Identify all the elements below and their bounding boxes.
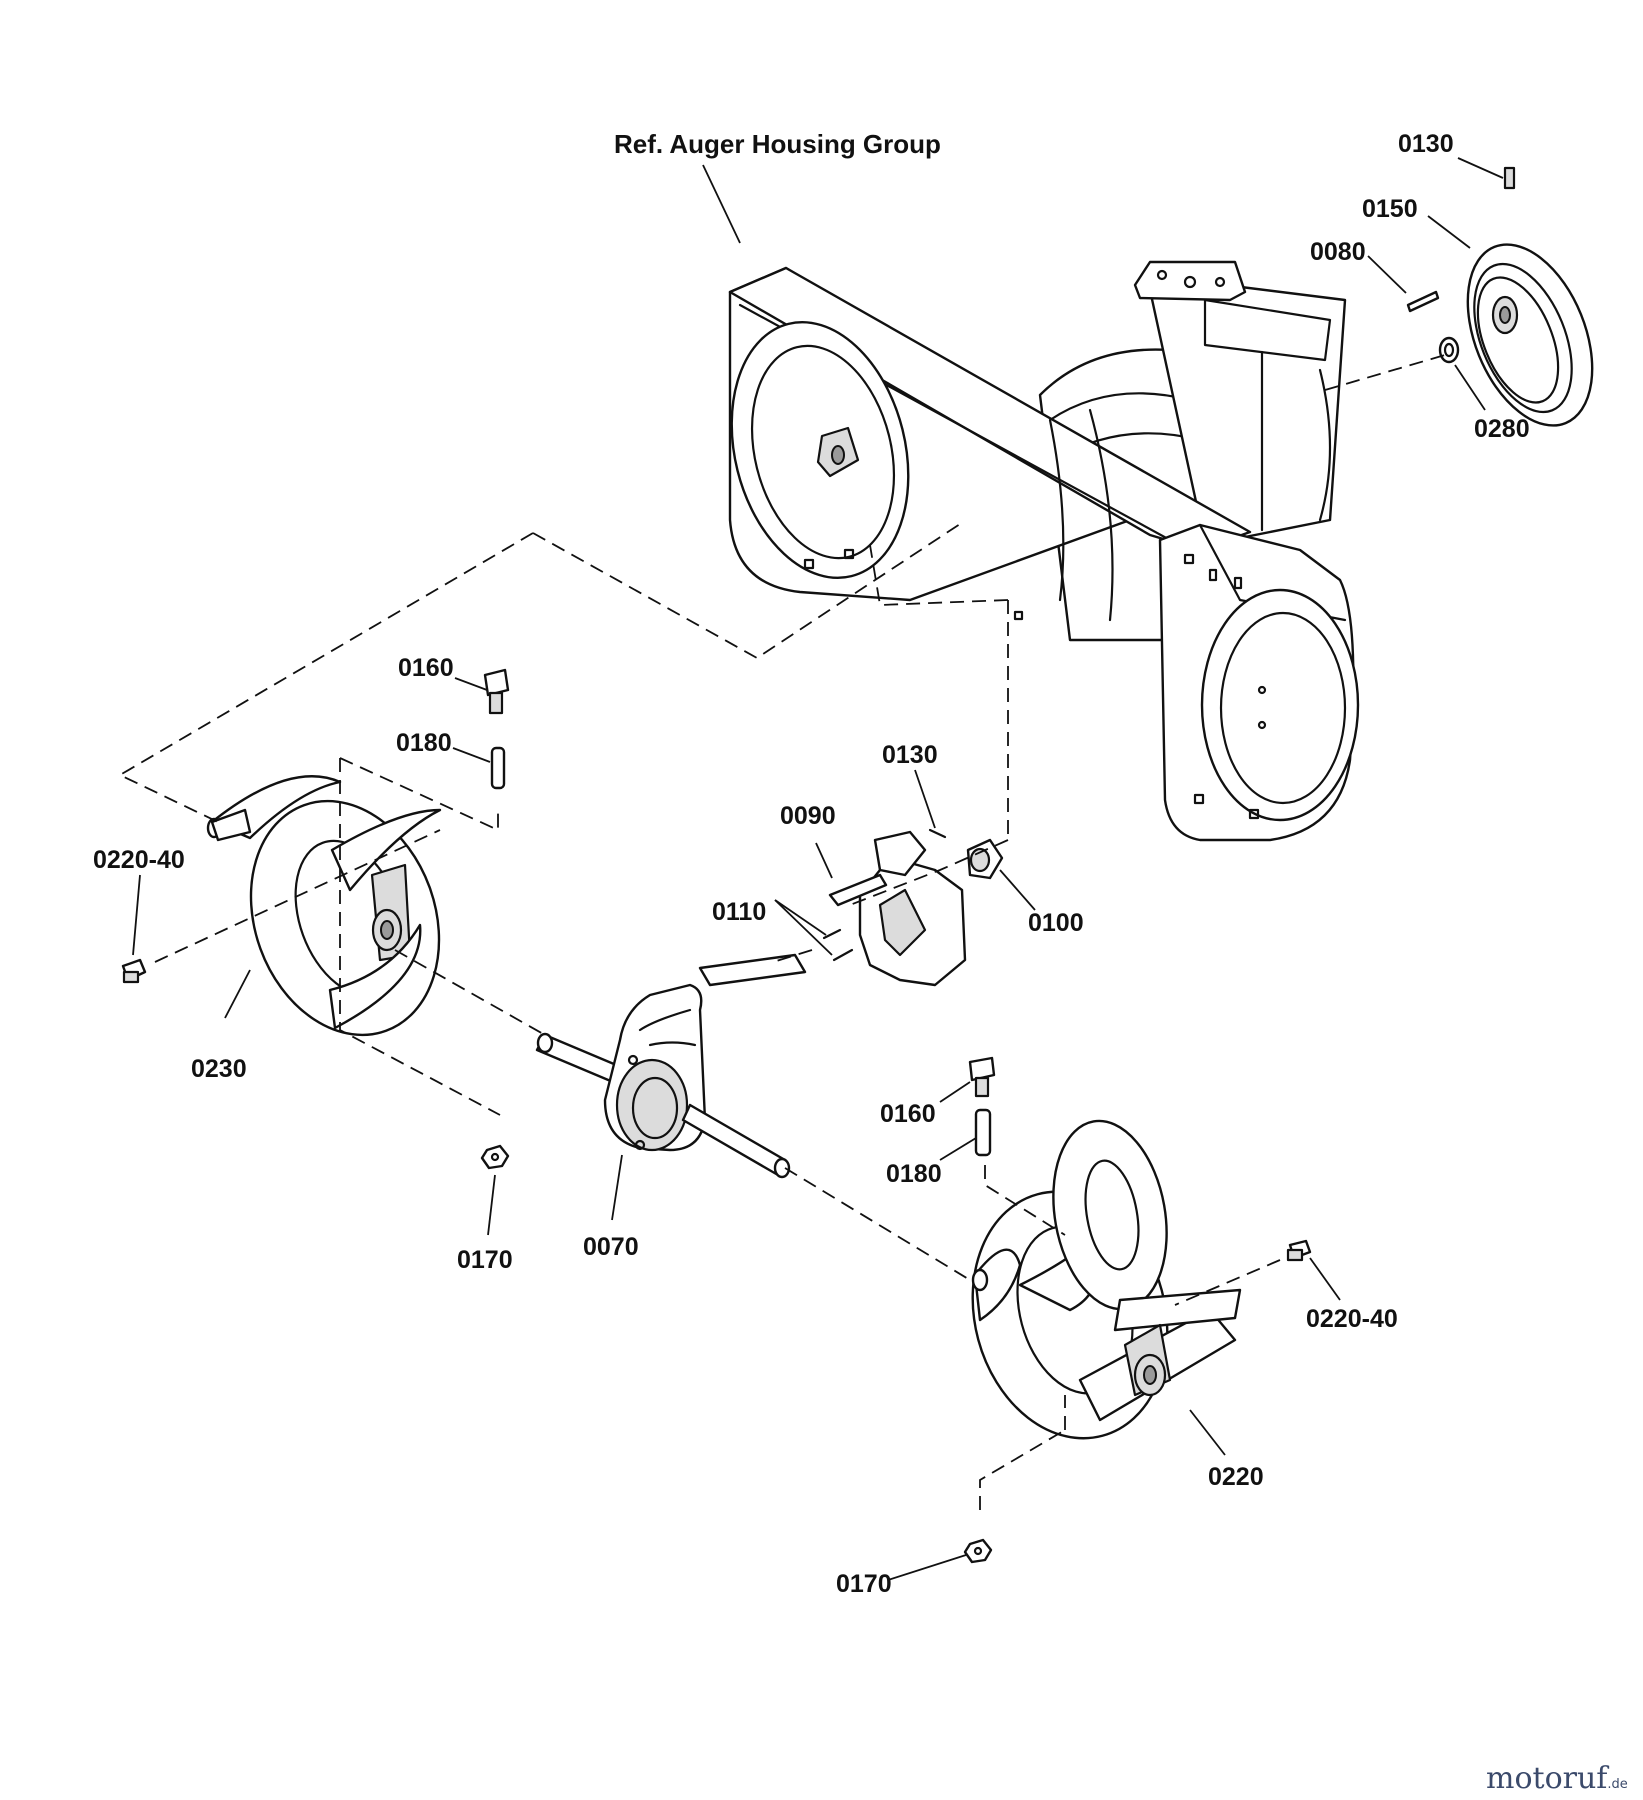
label-0160-left: 0160 <box>398 654 454 682</box>
plug-0220-40-left <box>121 958 147 984</box>
bracket-0090 <box>828 830 967 987</box>
label-0180-left: 0180 <box>396 729 452 757</box>
right-auger <box>971 1119 1242 1440</box>
nut-0170-right <box>963 1538 993 1564</box>
reference-label: Ref. Auger Housing Group <box>614 129 941 159</box>
label-0220-40-left: 0220-40 <box>93 846 185 874</box>
bolt-0160-right <box>968 1056 996 1098</box>
part-labels: Ref. Auger Housing Group 0130 0150 0080 … <box>93 129 1530 1598</box>
label-0170-left: 0170 <box>457 1246 513 1274</box>
spacer-0180-left <box>490 746 506 790</box>
label-0170-right: 0170 <box>836 1570 892 1598</box>
watermark-suffix: .de <box>1607 1777 1627 1792</box>
screws-0110 <box>822 928 854 962</box>
label-0100: 0100 <box>1028 909 1084 937</box>
label-0230: 0230 <box>191 1055 247 1083</box>
setscrew-0130-top <box>1503 166 1516 190</box>
screw-0130-mid <box>928 828 947 839</box>
label-0220-40-right: 0220-40 <box>1306 1305 1398 1333</box>
watermark: motoruf.de <box>1486 1761 1628 1796</box>
label-0130-top: 0130 <box>1398 130 1454 158</box>
label-0090: 0090 <box>780 802 836 830</box>
plug-0220-40-right <box>1286 1239 1312 1262</box>
spacer-0180-right <box>974 1108 992 1157</box>
bolt-0160-left <box>483 668 510 715</box>
label-0130-mid: 0130 <box>882 741 938 769</box>
label-0110: 0110 <box>712 898 766 926</box>
left-auger <box>206 775 442 1037</box>
nut-0170-left <box>480 1144 510 1170</box>
key-0080 <box>1406 290 1440 313</box>
label-0180-right: 0180 <box>886 1160 942 1188</box>
watermark-text: motoruf.de <box>1486 1761 1628 1796</box>
label-0150: 0150 <box>1362 195 1418 223</box>
auger-housing <box>728 260 1360 842</box>
drive-pulley <box>1466 243 1594 427</box>
watermark-part1: moto <box>1486 1761 1563 1796</box>
label-0280: 0280 <box>1474 415 1530 443</box>
watermark-part2: ruf <box>1563 1761 1610 1796</box>
label-0080: 0080 <box>1310 238 1366 266</box>
label-0070: 0070 <box>583 1233 639 1261</box>
label-0160-right: 0160 <box>880 1100 936 1128</box>
label-0220: 0220 <box>1208 1463 1264 1491</box>
gearbox-shaft <box>535 953 807 1179</box>
washer-0280 <box>1438 336 1460 364</box>
leader-lines <box>132 157 1504 1581</box>
assembly-lines <box>118 354 1446 1510</box>
